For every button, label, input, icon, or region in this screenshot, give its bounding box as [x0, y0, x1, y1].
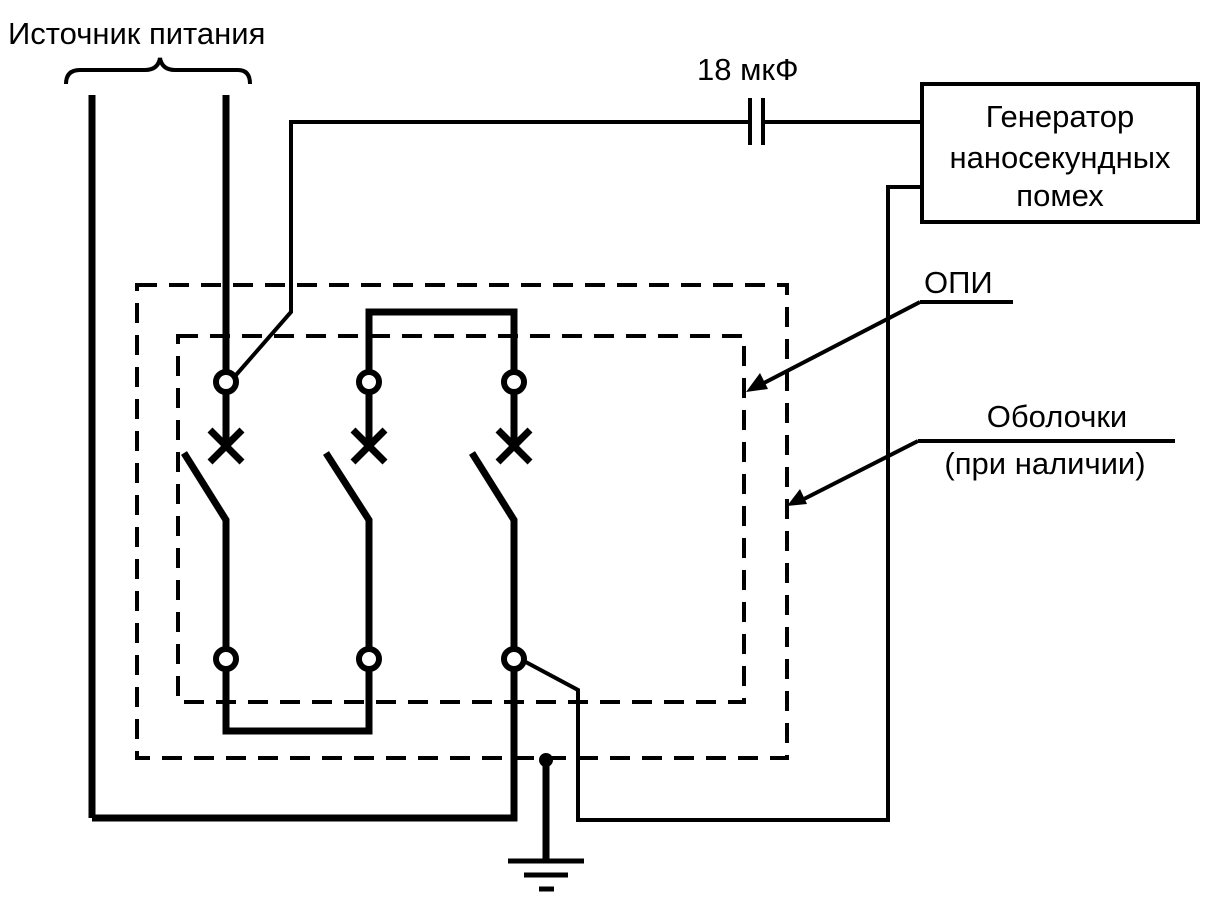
enclosure-label-line1: Оболочки [987, 399, 1127, 434]
terminal-bottom [213, 646, 239, 672]
opi-outline [176, 334, 746, 704]
enclosure-leader [801, 439, 919, 502]
generator-return-wire [521, 185, 922, 822]
terminal-top [501, 369, 527, 395]
switch-contact [323, 451, 373, 648]
capacitor-label: 18 мкФ [697, 52, 799, 87]
terminal-bottom [501, 646, 527, 672]
opi-leader [761, 300, 921, 386]
generator-box [920, 82, 1200, 224]
enclosure-label-line2: (при наличии) [944, 446, 1145, 481]
cross-icon [207, 427, 245, 465]
terminal-top [213, 369, 239, 395]
switch-contact [181, 451, 230, 648]
cross-icon [495, 427, 533, 465]
opi-label: ОПИ [924, 265, 993, 300]
terminal-top [356, 369, 382, 395]
pole-1 [181, 369, 245, 672]
generator-label-line3: помех [1016, 178, 1104, 213]
top-bridge [365, 308, 518, 370]
generator-label-line2: наносекундных [950, 140, 1171, 175]
coupling-wire [234, 120, 750, 377]
generator-label-line1: Генератор [986, 99, 1134, 134]
switch-contact [469, 451, 518, 648]
power-source-brace [64, 57, 252, 85]
terminal-bottom [356, 646, 382, 672]
return-wire [92, 670, 518, 822]
cross-icon [350, 427, 388, 465]
power-source-label: Источник питания [8, 16, 265, 51]
pole-3 [469, 369, 533, 672]
pole-2 [323, 369, 388, 672]
enclosure-arrow-icon [787, 489, 807, 506]
opi-arrow-icon [746, 373, 768, 392]
enclosure-outline [135, 283, 789, 760]
bottom-bridge [222, 670, 373, 735]
